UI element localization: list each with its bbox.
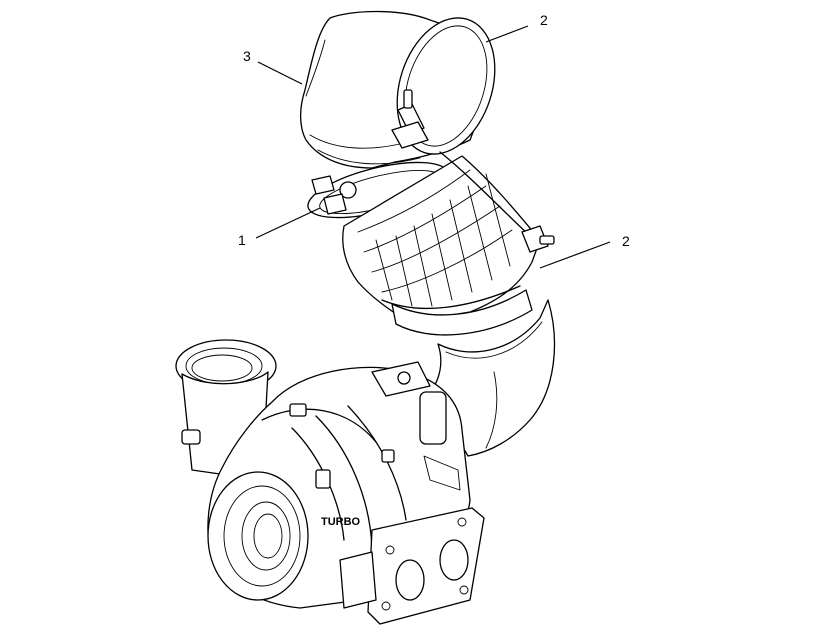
leader-line-1: [255, 207, 321, 239]
callout-3: 3: [243, 48, 251, 64]
callout-1: 1: [238, 232, 246, 248]
leader-line-2-right: [539, 241, 611, 269]
turbo-label: TURBO: [321, 516, 361, 528]
flex-coupling: [342, 151, 541, 323]
clamp-lower-1: [307, 161, 449, 219]
turbocharger: [175, 339, 485, 625]
clamp-right: [391, 225, 555, 336]
leader-line-2-top: [485, 25, 529, 43]
callout-2-right: 2: [622, 233, 630, 249]
clamp-top: [391, 17, 496, 155]
callout-2-top: 2: [540, 12, 548, 28]
leader-line-3: [257, 61, 303, 85]
